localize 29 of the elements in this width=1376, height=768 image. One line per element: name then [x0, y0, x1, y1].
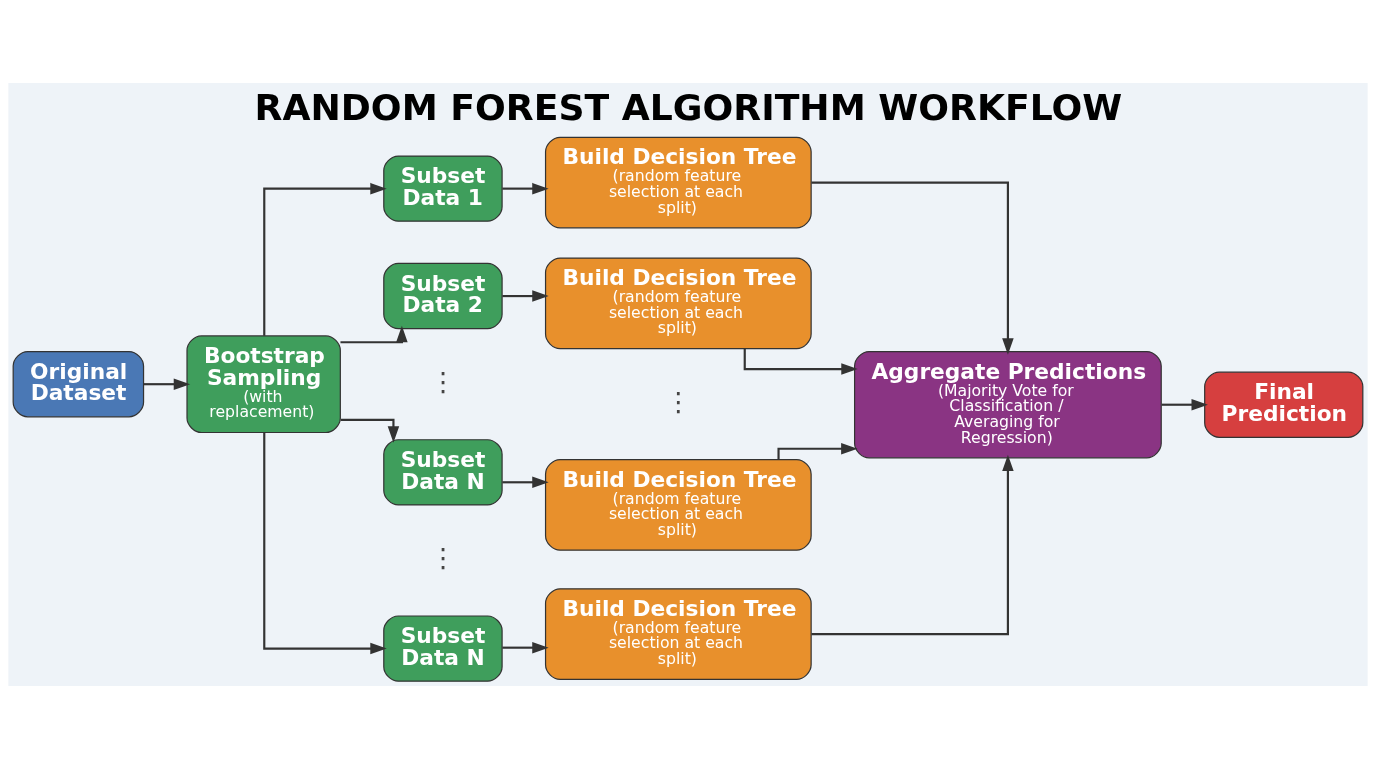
arrow	[811, 181, 1014, 355]
label: ⋮	[429, 541, 457, 573]
arrow	[502, 641, 549, 653]
node-box: Build Decision Tree (random feature selection at each split)	[544, 458, 812, 551]
node-box: Aggregate Predictions (Majority Vote for Classification / Averaging for Regression)	[854, 350, 1162, 458]
node-box: Build Decision Tree (random feature selection at each split)	[544, 136, 812, 228]
arrow	[502, 476, 549, 488]
node-box: Build Decision Tree (random feature selection at each split)	[544, 256, 812, 349]
node-box: Subset Data 1	[383, 154, 503, 222]
arrow	[143, 377, 191, 390]
node-box: Bootstrap Sampling (with replacement)	[186, 334, 341, 433]
arrow	[340, 325, 408, 343]
arrow	[502, 182, 549, 194]
arrow	[340, 418, 400, 443]
arrow	[263, 432, 387, 654]
arrow	[1161, 398, 1208, 410]
node-box: Subset Data N	[383, 438, 503, 506]
arrow	[502, 289, 549, 302]
node-box: Original Dataset	[12, 350, 145, 417]
label: ⋮	[665, 385, 692, 417]
diagram-title: RANDOM FOREST ALGORITHM WORKFLOW	[254, 85, 1123, 129]
arrow	[263, 182, 387, 336]
node-box: Final Prediction	[1204, 371, 1364, 438]
arrow	[777, 442, 858, 460]
label: ⋮	[429, 365, 457, 397]
node-box: Subset Data N	[383, 614, 503, 682]
arrow	[811, 454, 1014, 635]
node-box: Subset Data 2	[383, 262, 503, 329]
node-box: Build Decision Tree (random feature selection at each split)	[544, 587, 812, 680]
